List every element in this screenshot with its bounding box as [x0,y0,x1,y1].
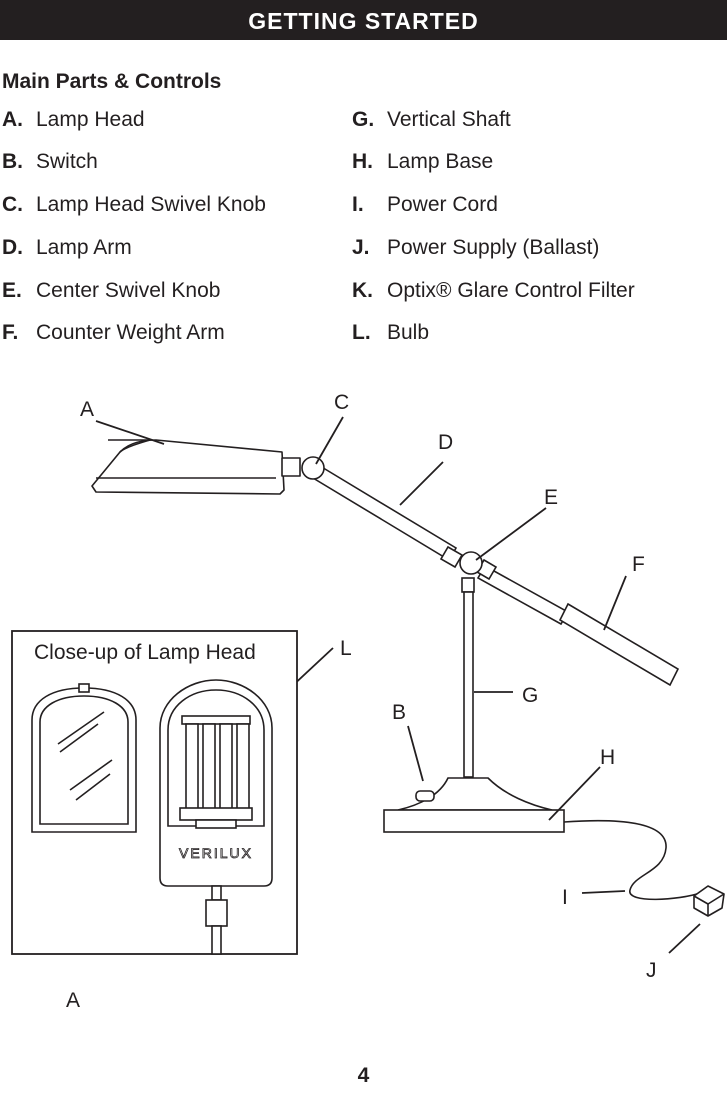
part-letter: J. [352,236,370,259]
header-bar [0,0,727,40]
callout-g: G [522,684,538,707]
part-name: Counter Weight Arm [36,321,225,344]
closeup-caption: A [66,989,80,1012]
lamp-arm-illustration [311,464,464,569]
part-letter: G. [352,108,375,131]
part-name: Power Cord [387,193,498,216]
part-name: Center Swivel Knob [36,279,221,302]
vertical-shaft-illustration [461,577,475,778]
page-number: 4 [357,1064,370,1087]
callout-l: L [340,637,352,660]
counter-weight-arm-illustration [475,558,680,687]
part-name: Vertical Shaft [387,108,511,131]
part-letter: K. [352,279,373,302]
closeup-box: VERILUX [11,630,298,955]
callout-i: I [562,886,568,909]
callout-h: H [600,746,615,769]
part-letter: D. [2,236,23,259]
callout-c: C [334,391,349,414]
part-name: Power Supply (Ballast) [387,236,600,259]
callout-f: F [632,553,645,576]
power-supply-illustration [693,885,725,917]
center-swivel-knob-illustration [459,551,483,575]
lamp-head-closeup-illustration [159,679,273,955]
part-letter: F. [2,321,19,344]
part-letter: E. [2,279,22,302]
part-name: Lamp Arm [36,236,132,259]
part-name: Switch [36,150,98,173]
callout-e: E [544,486,558,509]
callout-a: A [80,398,94,421]
header-title: GETTING STARTED [248,8,479,34]
part-name: Lamp Head [36,108,145,131]
closeup-title: Close-up of Lamp Head [34,641,256,664]
part-letter: C. [2,193,23,216]
part-name: Lamp Base [387,150,494,173]
callout-d: D [438,431,453,454]
lamp-head-swivel-knob-illustration [301,456,325,480]
part-letter: L. [352,321,371,344]
part-name: Bulb [387,321,430,344]
glare-filter-illustration [31,683,137,833]
power-cord-illustration [563,819,701,901]
part-name: Optix® Glare Control Filter [387,279,635,302]
brand-logo: VERILUX [179,845,253,861]
part-name: Lamp Head Swivel Knob [36,193,266,216]
callout-j: J [646,959,657,982]
callout-b: B [392,701,406,724]
part-letter: A. [2,108,23,131]
lamp-head-illustration [91,439,301,495]
part-letter: B. [2,150,23,173]
lamp-base-illustration [383,777,565,833]
section-title: Main Parts & Controls [2,70,222,93]
part-letter: H. [352,150,373,173]
part-letter: I. [352,193,364,216]
